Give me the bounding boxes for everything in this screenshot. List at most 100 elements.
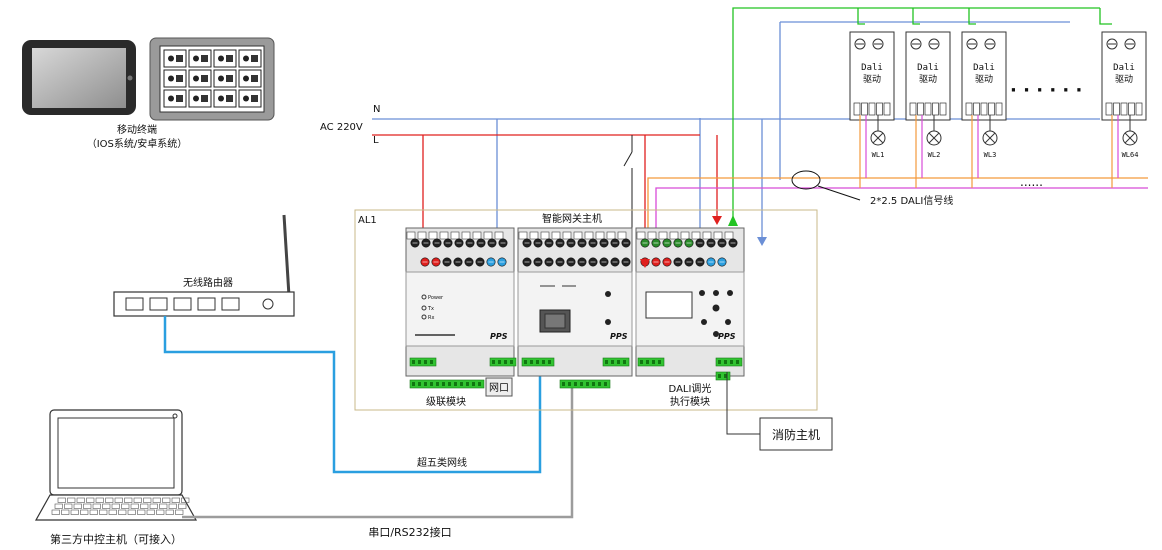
laptop-key bbox=[178, 503, 187, 509]
touch-panel-key bbox=[188, 49, 212, 68]
laptop-key bbox=[102, 503, 111, 509]
touch-panel-key bbox=[213, 49, 237, 68]
green-connector bbox=[489, 357, 517, 367]
network-port-label: 网口 bbox=[489, 382, 509, 394]
touch-panel-key bbox=[188, 69, 212, 88]
laptop-key bbox=[73, 503, 82, 509]
serial-label: 串口/RS232接口 bbox=[368, 526, 451, 539]
driver-label: Dali bbox=[861, 63, 883, 73]
cascade-module: Power Tx Rx PPS bbox=[405, 227, 515, 377]
neutral-arrow bbox=[757, 237, 767, 246]
dali-ellipsis-top: · · · · · · bbox=[1010, 80, 1082, 101]
fire-host-wire bbox=[726, 372, 760, 435]
led-power: Power bbox=[428, 295, 444, 301]
laptop-key bbox=[105, 497, 114, 503]
driver-label-cn: 驱动 bbox=[975, 74, 993, 85]
laptop-key bbox=[111, 503, 120, 509]
laptop-key bbox=[67, 497, 76, 503]
live-label: L bbox=[373, 135, 379, 146]
laptop-key bbox=[114, 497, 123, 503]
touch-panel-buttons bbox=[163, 49, 262, 108]
router-label: 无线路由器 bbox=[183, 276, 233, 289]
laptop-key bbox=[146, 509, 155, 515]
laptop-key bbox=[76, 497, 85, 503]
driver-label: Dali bbox=[973, 63, 995, 73]
laptop-key bbox=[54, 503, 63, 509]
driver-label-cn: 驱动 bbox=[863, 74, 881, 85]
laptop-key bbox=[140, 503, 149, 509]
green-connector bbox=[715, 371, 731, 381]
mobile-os-label: （IOS系统/安卓系统） bbox=[87, 137, 188, 150]
brand-mark: PPS bbox=[490, 332, 508, 341]
serial-cable bbox=[182, 386, 574, 519]
ground-line bbox=[728, 7, 1112, 226]
driver-label-cn: 驱动 bbox=[1115, 74, 1133, 85]
lamp-label: WL2 bbox=[928, 151, 941, 159]
laptop-key bbox=[99, 509, 108, 515]
laptop-key bbox=[92, 503, 101, 509]
touch-panel-key bbox=[163, 49, 187, 68]
third-party-label: 第三方中控主机（可接入） bbox=[50, 532, 182, 546]
green-connector bbox=[637, 357, 665, 367]
laptop-key bbox=[133, 497, 142, 503]
touch-panel-key bbox=[163, 89, 187, 108]
touch-panel-key bbox=[163, 69, 187, 88]
laptop-key bbox=[64, 503, 73, 509]
gateway-module: PPS bbox=[517, 227, 633, 377]
laptop-key bbox=[80, 509, 89, 515]
touch-panel-key bbox=[213, 89, 237, 108]
green-connector bbox=[715, 357, 743, 367]
dali-ellipsis-mid: ...... bbox=[1020, 175, 1043, 189]
laptop-key bbox=[156, 509, 165, 515]
laptop-key bbox=[137, 509, 146, 515]
laptop-key bbox=[86, 497, 95, 503]
led-tx: Tx bbox=[427, 306, 434, 312]
brand-mark: PPS bbox=[610, 332, 628, 341]
laptop-device bbox=[34, 409, 198, 521]
laptop-keyboard bbox=[51, 497, 190, 515]
laptop-key bbox=[168, 503, 177, 509]
gateway-label: 智能网关主机 bbox=[542, 212, 602, 225]
laptop-key bbox=[127, 509, 136, 515]
laptop-key bbox=[143, 497, 152, 503]
lamp-label: WL64 bbox=[1122, 151, 1139, 159]
fire-host-box bbox=[759, 417, 833, 451]
brand-mark: PPS bbox=[718, 332, 736, 341]
mobile-terminal-label: 移动终端 bbox=[117, 123, 157, 136]
cat5e-label: 超五类网线 bbox=[417, 456, 467, 469]
laptop-key bbox=[162, 497, 171, 503]
laptop-key bbox=[95, 497, 104, 503]
ac-label: AC 220V bbox=[320, 122, 363, 133]
live-arrow-2 bbox=[640, 259, 650, 268]
lamp-icon bbox=[1122, 130, 1138, 146]
green-connector bbox=[409, 357, 437, 367]
touch-panel-key bbox=[213, 69, 237, 88]
neutral-label: N bbox=[373, 104, 380, 115]
lamp-label: WL3 bbox=[984, 151, 997, 159]
lamp-icon bbox=[870, 130, 886, 146]
laptop-key bbox=[121, 503, 130, 509]
green-connector bbox=[602, 357, 630, 367]
laptop-key bbox=[165, 509, 174, 515]
cascade-module-label: 级联模块 bbox=[426, 396, 466, 408]
panel-al1 bbox=[354, 209, 818, 411]
cat5e-cable bbox=[163, 316, 542, 474]
laptop-key bbox=[57, 497, 66, 503]
laptop-key bbox=[118, 509, 127, 515]
network-port-box bbox=[485, 377, 513, 397]
lamp-icon bbox=[982, 130, 998, 146]
dali-signal-label: 2*2.5 DALI信号线 bbox=[870, 194, 953, 207]
lamp-label: WL1 bbox=[872, 151, 885, 159]
lamp-icon bbox=[926, 130, 942, 146]
laptop-key bbox=[130, 503, 139, 509]
laptop-key bbox=[61, 509, 70, 515]
green-connector bbox=[559, 379, 611, 389]
tablet-device bbox=[22, 40, 136, 115]
touch-panel-key bbox=[238, 49, 262, 68]
touch-panel-key bbox=[238, 89, 262, 108]
laptop-key bbox=[51, 509, 60, 515]
